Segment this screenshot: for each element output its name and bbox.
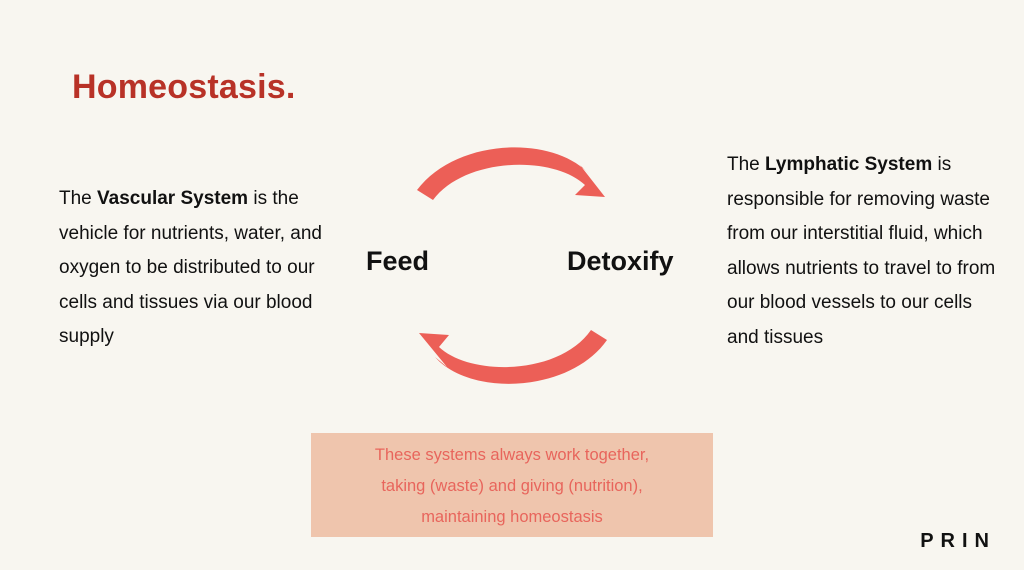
vascular-body: is the vehicle for nutrients, water, and…: [59, 188, 322, 347]
cycle-arrows-diagram: [417, 147, 607, 384]
lymphatic-system-description: The Lymphatic System is responsible for …: [727, 148, 997, 355]
top-cycle-arrow: [417, 147, 605, 200]
feed-label: Feed: [366, 246, 430, 276]
vascular-system-description: The Vascular System is the vehicle for n…: [59, 182, 349, 355]
vascular-system-term: Vascular System: [97, 188, 249, 209]
callout-line-1: These systems always work together,: [374, 445, 650, 464]
page-title: Homeostasis.: [72, 68, 296, 106]
brand-logo: PRIN: [920, 530, 996, 552]
detoxify-label: Detoxify: [567, 246, 674, 276]
callout-line-3: maintaining homeostasis: [421, 507, 603, 526]
lymphatic-body: is responsible for removing waste from o…: [727, 154, 996, 348]
lymphatic-prefix: The: [727, 154, 766, 175]
callout-line-2: taking (waste) and giving (nutrition),: [381, 476, 643, 495]
vascular-prefix: The: [59, 188, 98, 209]
summary-callout: These systems always work together, taki…: [311, 433, 713, 537]
bottom-cycle-arrow: [419, 330, 607, 384]
lymphatic-system-term: Lymphatic System: [765, 154, 933, 175]
